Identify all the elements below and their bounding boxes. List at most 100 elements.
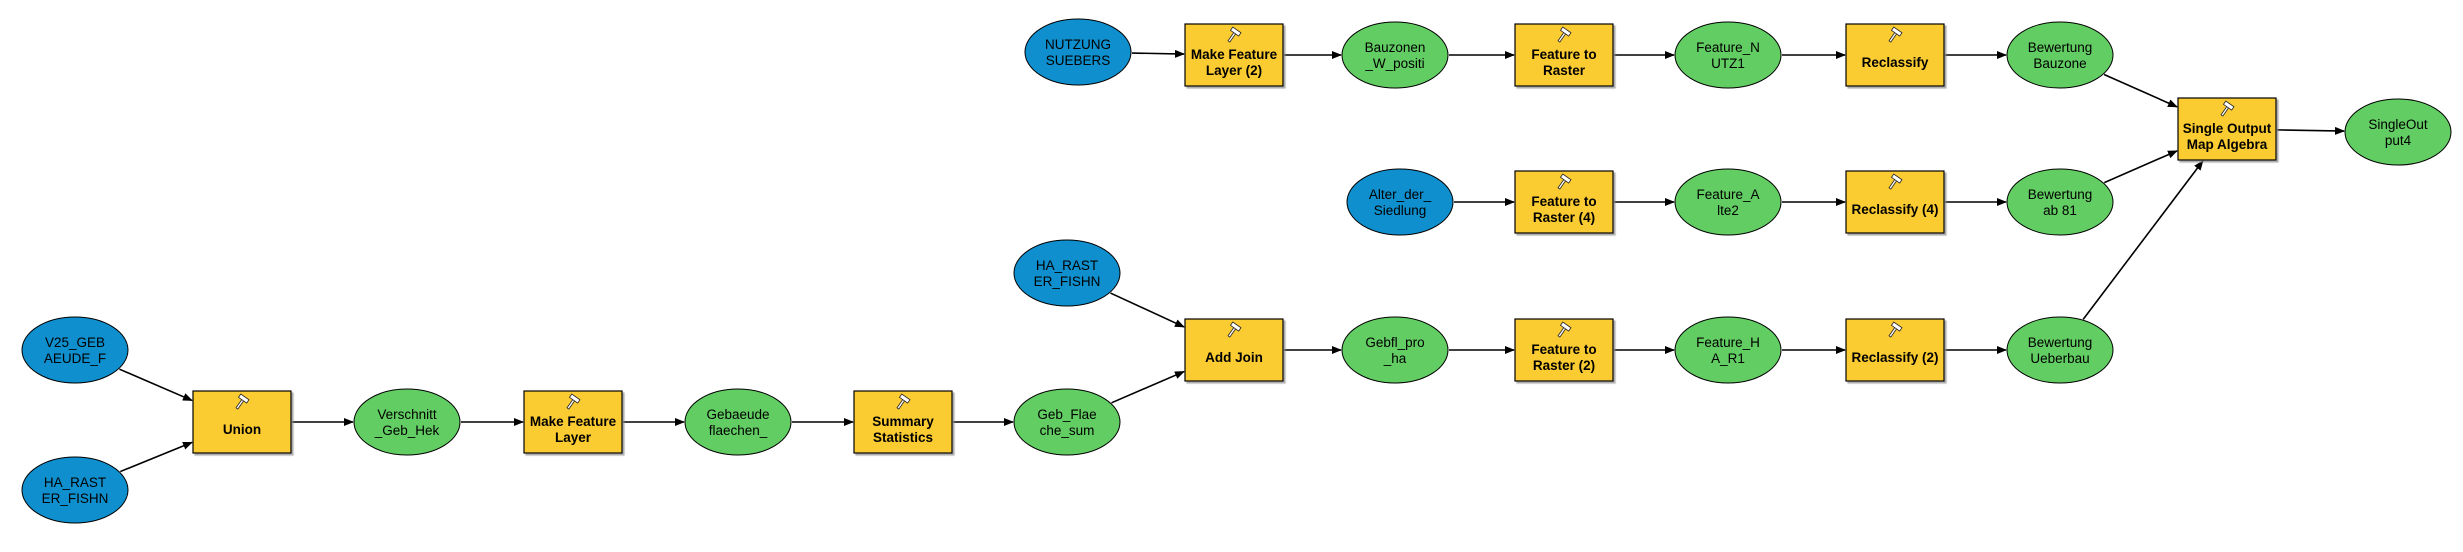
node-label: Geb_Flae	[1037, 407, 1096, 422]
connector-arrow	[2082, 160, 2204, 320]
node-label: Alter_der_	[1369, 187, 1432, 202]
output-ellipse[interactable]	[2006, 316, 2114, 384]
hammer-icon	[1557, 26, 1572, 43]
node-label: Reclassify	[1862, 55, 1929, 70]
hammer-icon	[1557, 173, 1572, 190]
node-label: Single Output	[2183, 121, 2272, 136]
node-label: Raster (2)	[1533, 358, 1595, 373]
tool-node[interactable]: Reclassify (4)	[1845, 170, 1945, 234]
node-label: Siedlung	[1374, 203, 1427, 218]
node-label: ER_FISHN	[1034, 274, 1101, 289]
connector-arrow	[2103, 73, 2178, 108]
output-ellipse[interactable]	[353, 388, 461, 456]
output-data-node[interactable]: Verschnitt_Geb_Hek	[353, 388, 461, 456]
node-label: Add Join	[1205, 350, 1263, 365]
input-ellipse[interactable]	[21, 456, 129, 524]
node-label: Summary	[872, 414, 934, 429]
node-label: Statistics	[873, 430, 933, 445]
hammer-icon	[566, 393, 581, 410]
connector-arrow	[119, 441, 193, 473]
output-ellipse[interactable]	[1674, 21, 1782, 89]
hammer-icon	[235, 393, 250, 410]
hammer-icon	[1888, 173, 1903, 190]
node-label: SingleOut	[2368, 117, 2428, 132]
connections	[119, 49, 2346, 473]
node-label: Bauzone	[2033, 56, 2086, 71]
node-label: ER_FISHN	[42, 491, 109, 506]
connector-arrow	[1110, 292, 1185, 328]
node-label: Bauzonen	[1365, 40, 1426, 55]
input-ellipse[interactable]	[21, 316, 129, 384]
node-label: Raster	[1543, 63, 1586, 78]
node-label: AEUDE_F	[44, 351, 106, 366]
node-label: _ha	[1383, 351, 1407, 366]
node-label: Feature_N	[1696, 40, 1760, 55]
output-ellipse[interactable]	[2344, 98, 2452, 166]
node-label: Layer (2)	[1206, 63, 1262, 78]
node-label: Reclassify (4)	[1851, 202, 1938, 217]
node-label: _Geb_Hek	[374, 423, 440, 438]
tool-node[interactable]: Reclassify (2)	[1845, 318, 1945, 382]
node-label: Bewertung	[2028, 335, 2093, 350]
output-data-node[interactable]: Gebfl_pro_ha	[1341, 316, 1449, 384]
output-ellipse[interactable]	[1341, 316, 1449, 384]
output-ellipse[interactable]	[1674, 168, 1782, 236]
node-label: Gebaeude	[706, 407, 769, 422]
connector-arrow	[1131, 49, 1185, 58]
connector-arrow	[2276, 126, 2346, 135]
output-ellipse[interactable]	[1013, 388, 1121, 456]
output-data-node[interactable]: Bauzonen_W_positi	[1341, 21, 1449, 89]
output-ellipse[interactable]	[684, 388, 792, 456]
node-label: Bewertung	[2028, 187, 2093, 202]
node-label: Make Feature	[1191, 47, 1278, 62]
hammer-icon	[1227, 26, 1242, 43]
connector-arrow	[1111, 370, 1185, 404]
node-label: Union	[223, 422, 261, 437]
node-label: Layer	[555, 430, 592, 445]
node-label: Feature_A	[1696, 187, 1759, 202]
hammer-icon	[1227, 321, 1242, 338]
node-label: Map Algebra	[2187, 137, 2268, 152]
tool-node[interactable]: Reclassify	[1845, 23, 1945, 87]
connector-arrow	[2103, 150, 2178, 184]
node-label: SUEBERS	[1046, 53, 1111, 68]
node-label: Raster (4)	[1533, 210, 1595, 225]
tool-node[interactable]: Union	[192, 390, 292, 454]
node-label: UTZ1	[1711, 56, 1745, 71]
hammer-icon	[1888, 321, 1903, 338]
node-label: Feature to	[1531, 194, 1596, 209]
output-ellipse[interactable]	[1674, 316, 1782, 384]
node-label: _W_positi	[1364, 56, 1424, 71]
input-ellipse[interactable]	[1013, 239, 1121, 307]
node-label: HA_RAST	[44, 475, 106, 490]
output-ellipse[interactable]	[2006, 21, 2114, 89]
output-data-node[interactable]: Feature_HA_R1	[1674, 316, 1782, 384]
tool-node[interactable]: Add Join	[1184, 318, 1284, 382]
output-ellipse[interactable]	[1341, 21, 1449, 89]
input-ellipse[interactable]	[1024, 18, 1132, 86]
input-data-node[interactable]: Alter_der_Siedlung	[1346, 168, 1454, 236]
output-ellipse[interactable]	[2006, 168, 2114, 236]
input-ellipse[interactable]	[1346, 168, 1454, 236]
hammer-icon	[1557, 321, 1572, 338]
